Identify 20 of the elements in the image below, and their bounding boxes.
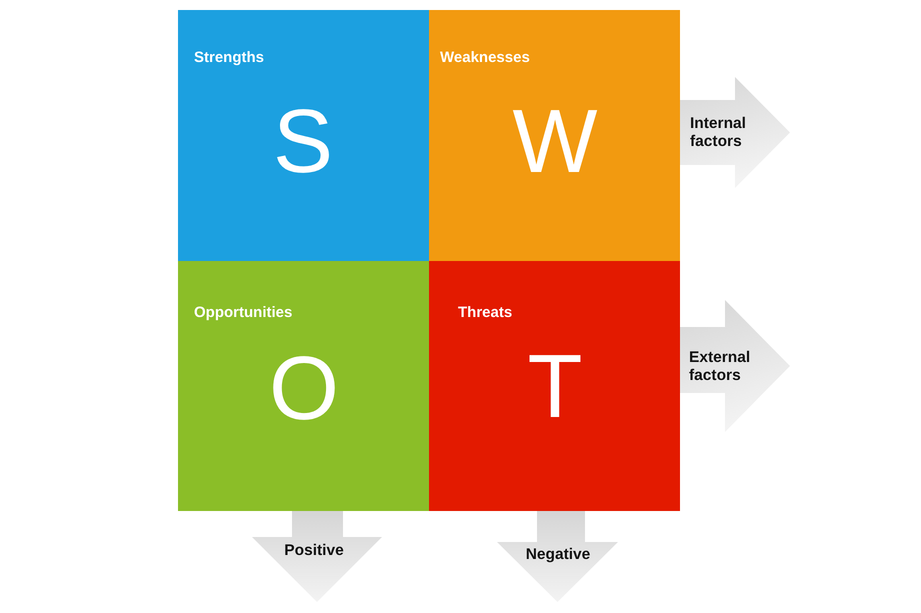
- quadrant-title: Strengths: [194, 49, 264, 66]
- quadrant-title: Weaknesses: [440, 49, 530, 66]
- quadrant-title: Threats: [458, 304, 512, 321]
- quadrant-panel: [178, 261, 429, 511]
- quadrant-letter: W: [512, 97, 598, 187]
- arrow-label: External factors: [689, 349, 752, 385]
- quadrant-panel: [429, 261, 680, 511]
- block-arrow: [680, 300, 790, 432]
- block-arrow: [680, 77, 790, 188]
- quadrant-title: Opportunities: [194, 304, 292, 321]
- arrow-label: Negative: [526, 546, 590, 564]
- quadrant-letter: T: [528, 342, 582, 432]
- arrow-label: Positive: [284, 542, 344, 560]
- block-arrow: [497, 511, 618, 602]
- quadrant-letter: S: [272, 97, 334, 187]
- quadrant-letter: O: [269, 344, 339, 434]
- arrow-label: Internal factors: [690, 115, 747, 151]
- quadrant-panel: [429, 10, 680, 261]
- quadrant-panel: [178, 10, 429, 261]
- block-arrow: [252, 511, 382, 602]
